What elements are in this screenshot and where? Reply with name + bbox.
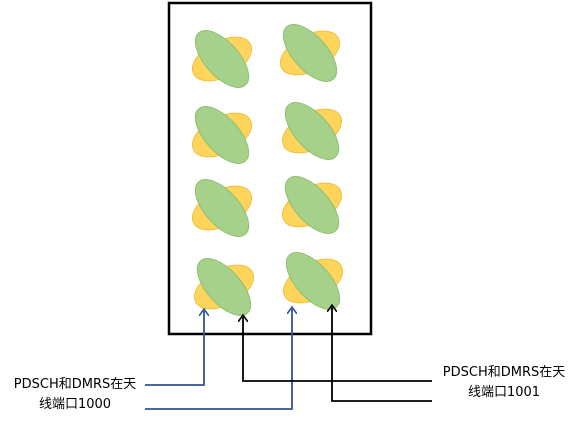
label-port-1000-line1: PDSCH和DMRS在天 [13, 377, 137, 392]
connector-lines [145, 307, 432, 410]
antenna-element [192, 106, 252, 164]
label-antenna-port-1000: PDSCH和DMRS在天 线端口1000 [8, 375, 142, 415]
port-1000-connector-a [145, 311, 204, 386]
polarization-ellipse-green [282, 24, 338, 82]
polarization-ellipse-green [194, 106, 250, 164]
antenna-element-grid [192, 24, 343, 316]
polarization-ellipse-green [194, 179, 250, 237]
port-1001-connector-a [243, 317, 432, 382]
antenna-element [192, 30, 252, 88]
polarization-ellipse-green [284, 176, 340, 234]
antenna-element [283, 252, 343, 310]
polarization-ellipse-green [194, 30, 250, 88]
antenna-element [282, 102, 342, 160]
port-1001-connector-b [332, 307, 432, 402]
antenna-element [194, 258, 254, 316]
polarization-ellipse-green [284, 102, 340, 160]
label-port-1000-line2: 线端口1000 [38, 397, 112, 412]
label-port-1001-line2: 线端口1001 [467, 385, 541, 400]
antenna-element [192, 179, 252, 237]
antenna-element [280, 24, 340, 82]
port-1000-connector-b [145, 309, 292, 410]
label-port-1001-line1: PDSCH和DMRS在天 [442, 365, 566, 380]
polarization-ellipse-green [196, 258, 252, 316]
label-antenna-port-1001: PDSCH和DMRS在天 线端口1001 [434, 363, 574, 403]
antenna-element [282, 176, 342, 234]
